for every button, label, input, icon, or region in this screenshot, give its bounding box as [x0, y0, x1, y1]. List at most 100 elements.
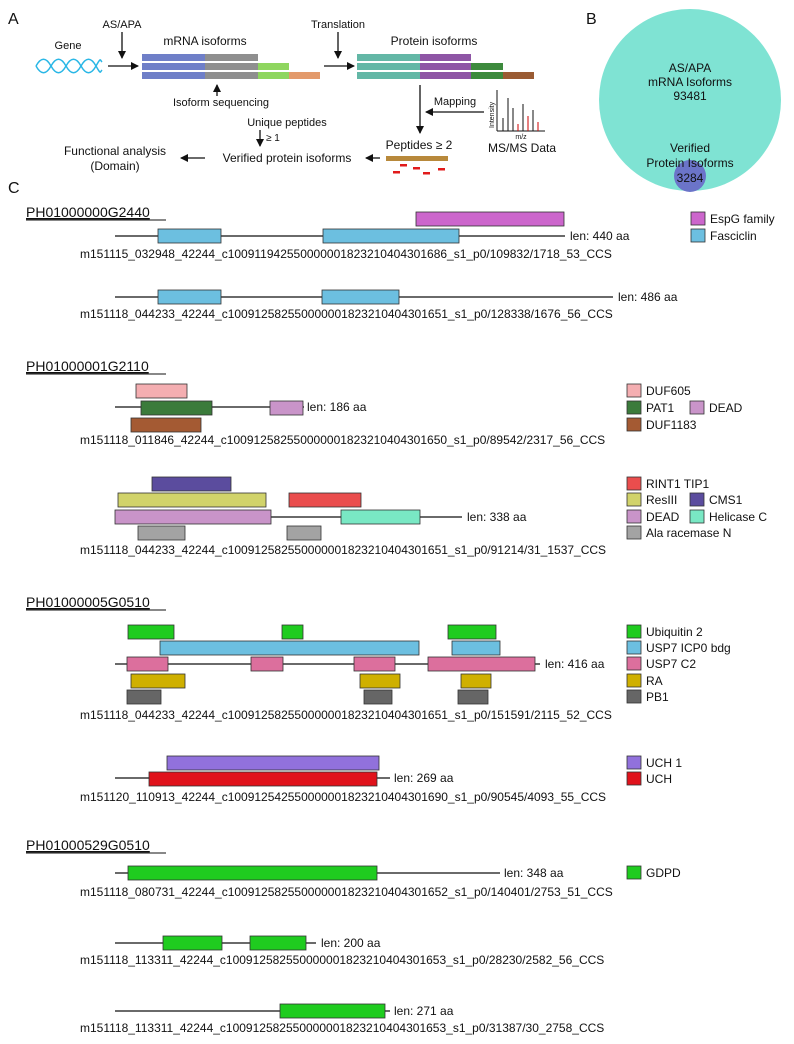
msms-data-label: MS/MS Data	[488, 141, 556, 155]
isoform-id: m151118_113311_42244_c100912582550000001…	[80, 1021, 604, 1035]
venn-verified1: Verified	[670, 141, 710, 155]
domain-resiii	[117, 492, 267, 508]
legend-label: Helicase C	[709, 510, 767, 524]
domain-rint1	[288, 492, 362, 508]
legend-swatch	[690, 211, 706, 226]
legend-label: EspG family	[710, 212, 775, 226]
gene-label: Gene	[55, 40, 82, 52]
domain-pb1	[126, 689, 162, 705]
verified-isoforms-label: Verified protein isoforms	[223, 151, 352, 165]
legend-label: Fasciclin	[710, 229, 757, 243]
legend-swatch	[626, 492, 642, 507]
legend-swatch	[626, 624, 642, 639]
panel-c: C PH01000000G2440 len: 440 aa m151115_03…	[8, 180, 775, 1035]
isoform-id: m151120_110913_42244_c100912542550000001…	[80, 790, 606, 804]
isoform-id: m151118_044233_42244_c100912582550000001…	[80, 708, 612, 722]
domain-usp7-c2	[250, 656, 284, 672]
isoform-sequencing-label: Isoform sequencing	[173, 97, 269, 109]
venn-verified3: 3284	[677, 171, 704, 185]
mrna-isoforms-circle	[599, 9, 781, 191]
translation-label: Translation	[311, 19, 365, 31]
as-apa-label: AS/APA	[103, 19, 143, 31]
domain-ubiquitin2	[127, 624, 175, 640]
legend-swatch	[689, 492, 705, 507]
legend-label: CMS1	[709, 493, 743, 507]
domain-espg	[415, 211, 565, 227]
protein-isoform-bars	[357, 54, 534, 79]
legend-swatch	[626, 400, 642, 415]
legend-label: PB1	[646, 690, 669, 704]
legend-swatch	[689, 509, 705, 524]
domain-duf1183	[130, 417, 202, 433]
peptides-ge2-label: Peptides ≥ 2	[386, 138, 453, 152]
panel-a: A Gene AS/APA mRNA isoforms Isoform sequ…	[8, 11, 556, 175]
isoform-length: len: 186 aa	[307, 400, 367, 414]
mz-label: m/z	[515, 134, 527, 141]
domain-label: (Domain)	[90, 159, 139, 173]
domain-duf605	[135, 383, 188, 399]
domain-dead	[269, 400, 304, 416]
gene-name: PH01000000G2440	[26, 204, 150, 220]
domain-ubiquitin2	[281, 624, 304, 640]
panel-label-b: B	[586, 11, 597, 28]
domain-usp7-icp0	[159, 640, 420, 656]
ms-spectrum-icon: Intensity m/z	[489, 90, 545, 141]
legend-label: DUF1183	[646, 418, 697, 432]
isoform-id: m151118_044233_42244_c100912582550000001…	[80, 307, 613, 321]
dna-helix-icon	[35, 58, 103, 74]
isoform-length: len: 200 aa	[321, 936, 381, 950]
legend-swatch	[626, 640, 642, 655]
domain-fasciclin	[157, 228, 222, 244]
domain-ra	[359, 673, 401, 689]
legend-swatch	[626, 755, 642, 770]
domain-fasciclin	[321, 289, 400, 305]
isoform-length: len: 440 aa	[570, 229, 630, 243]
domain-ala-racemase	[286, 525, 322, 541]
domain-ubiquitin2	[447, 624, 497, 640]
isoform-length: len: 338 aa	[467, 510, 527, 524]
legend-label: RA	[646, 674, 663, 688]
isoform-length: len: 486 aa	[618, 290, 678, 304]
legend-swatch	[689, 400, 705, 415]
domain-pb1	[363, 689, 393, 705]
legend-label: RINT1 TIP1	[646, 477, 709, 491]
legend-label: USP7 C2	[646, 657, 696, 671]
venn-line2: mRNA Isoforms	[648, 75, 732, 89]
legend-swatch	[626, 509, 642, 524]
legend-label: USP7 ICP0 bdg	[646, 641, 731, 655]
gene-name: PH01000001G2110	[26, 358, 149, 374]
legend-label: DEAD	[646, 510, 680, 524]
legend-swatch	[626, 417, 642, 432]
legend-label: Ala racemase N	[646, 526, 731, 540]
domain-gdpd	[249, 935, 307, 951]
isoform-id: m151118_011846_42244_c100912582550000001…	[80, 433, 605, 447]
legend-swatch	[626, 383, 642, 398]
legend-gene3a: Ubiquitin 2 USP7 ICP0 bdg USP7 C2 RA PB1	[626, 624, 731, 704]
domain-uch1	[166, 755, 380, 771]
legend-swatch	[626, 689, 642, 704]
legend-swatch	[626, 673, 642, 688]
domain-gdpd	[279, 1003, 386, 1019]
domain-gdpd	[162, 935, 223, 951]
peptide-bar	[386, 156, 448, 161]
legend-gene2b: RINT1 TIP1 ResIII CMS1 DEAD Helicase C A…	[626, 476, 767, 540]
unique-peptides-label: Unique peptides	[247, 117, 327, 129]
isoform-id: m151118_080731_42244_c100912582550000001…	[80, 885, 613, 899]
legend-label: UCH 1	[646, 756, 682, 770]
domain-pat1	[140, 400, 213, 416]
domain-dead	[114, 509, 272, 525]
isoform-length: len: 269 aa	[394, 771, 454, 785]
legend-label: UCH	[646, 772, 672, 786]
isoform-length: len: 416 aa	[545, 657, 605, 671]
panel-b: B AS/APA mRNA Isoforms 93481 Verified Pr…	[586, 9, 781, 192]
legend-gene3b: UCH 1 UCH	[626, 755, 682, 786]
mapping-label: Mapping	[434, 96, 476, 108]
legend-label: DEAD	[709, 401, 743, 415]
isoform-length: len: 271 aa	[394, 1004, 454, 1018]
legend-swatch	[626, 476, 642, 491]
domain-ala-racemase	[137, 525, 186, 541]
legend-swatch	[626, 865, 642, 880]
domain-usp7-c2	[427, 656, 536, 672]
domain-usp7-c2	[353, 656, 396, 672]
domain-ra	[460, 673, 492, 689]
